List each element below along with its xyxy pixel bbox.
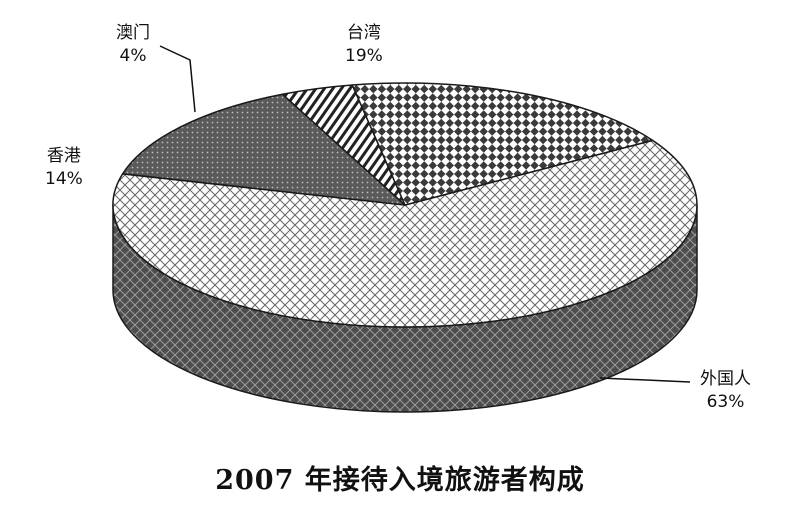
pie-leader-lines xyxy=(159,45,691,383)
slice-label-foreign: 外国人 63% xyxy=(700,368,751,414)
slice-name: 澳门 xyxy=(116,23,150,43)
slice-label-taiwan: 台湾 19% xyxy=(345,22,383,68)
chart-title: 2007 年接待入境旅游者构成 xyxy=(215,465,585,496)
leader-line-2 xyxy=(159,45,196,113)
leader-line-0 xyxy=(599,377,691,383)
slice-value: 63% xyxy=(706,392,745,412)
slice-name: 香港 xyxy=(46,146,81,166)
pie-slice-0 xyxy=(112,139,698,328)
slice-value: 14% xyxy=(45,169,83,189)
pie-slice-1 xyxy=(121,93,406,206)
slice-value: 4% xyxy=(119,46,147,66)
slice-name: 外国人 xyxy=(700,369,751,389)
slice-label-macau: 澳门 4% xyxy=(116,22,150,68)
slice-label-hongkong: 香港 14% xyxy=(45,145,83,191)
slice-value: 19% xyxy=(345,46,383,66)
pie-slice-3 xyxy=(351,82,654,206)
pie-top xyxy=(112,82,698,328)
slice-name: 台湾 xyxy=(346,23,381,43)
